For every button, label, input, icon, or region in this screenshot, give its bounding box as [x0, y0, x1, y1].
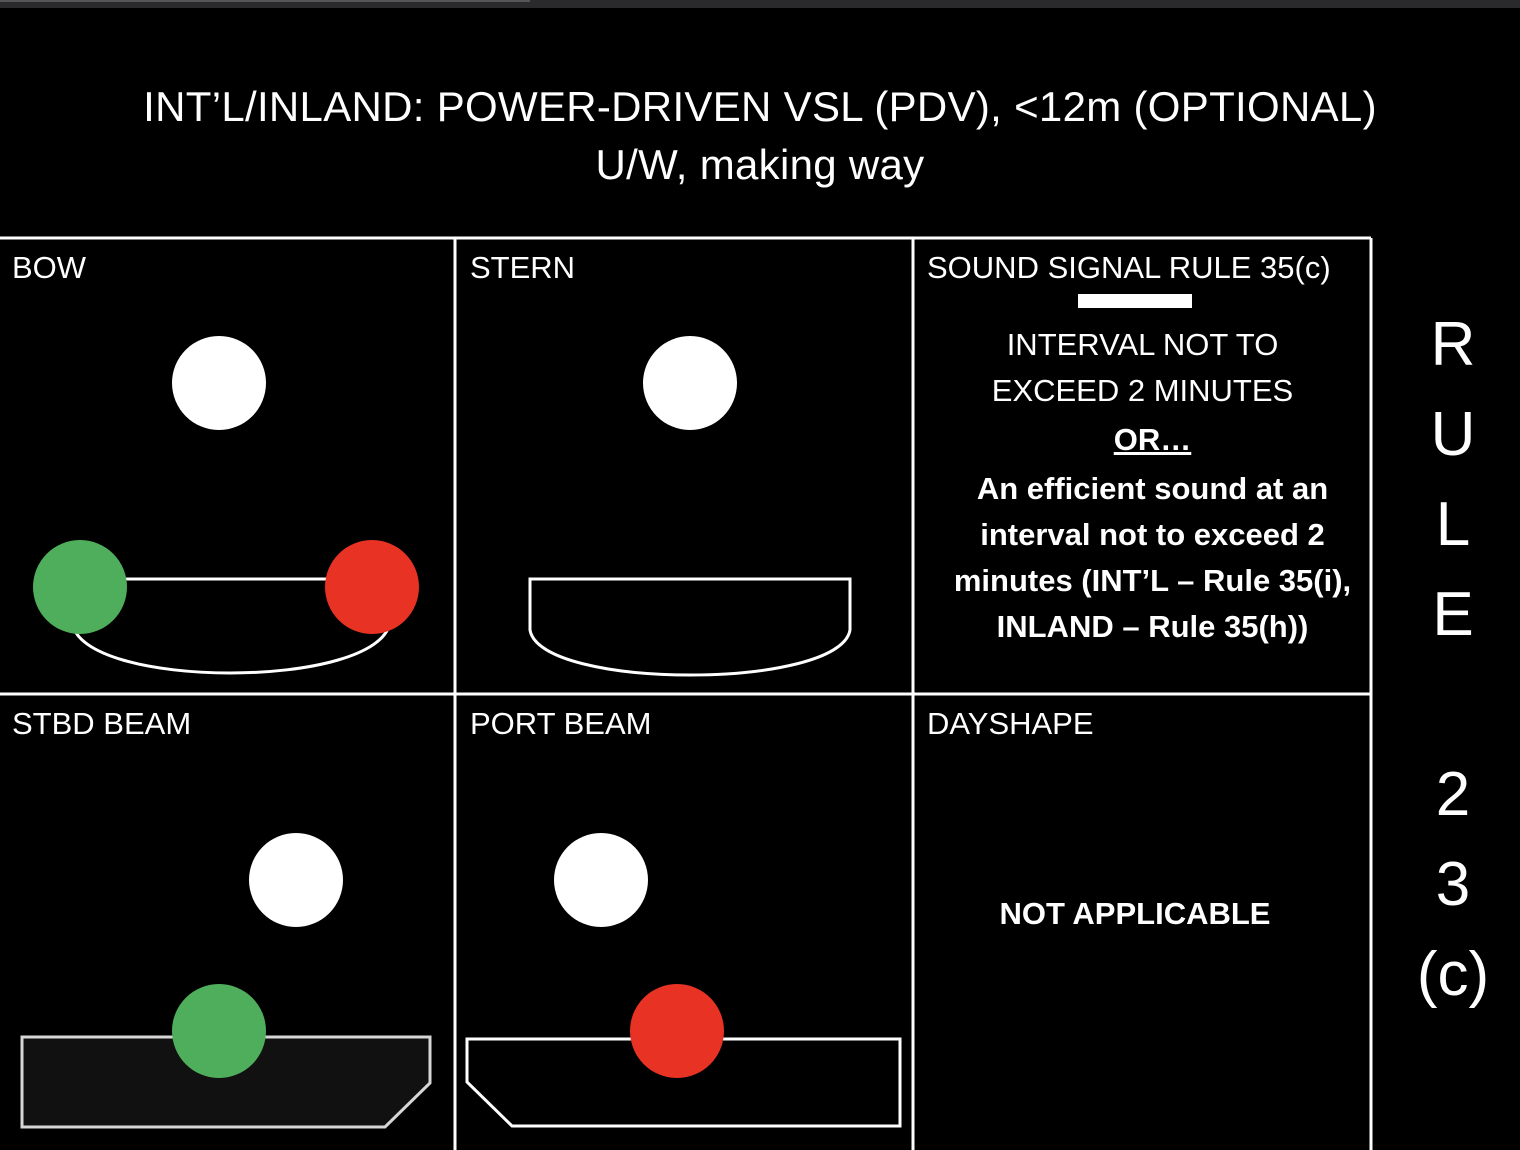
bow-starboard-sidelight — [33, 540, 127, 634]
panel-grid — [0, 236, 1373, 1150]
panel-label-bow: BOW — [12, 250, 87, 285]
panel-label-dayshape: DAYSHAPE — [927, 706, 1094, 741]
stbd-beam-masthead-light — [249, 833, 343, 927]
rule-char: E — [1432, 580, 1474, 649]
slide-title: INT’L/INLAND: POWER-DRIVEN VSL (PDV), <1… — [0, 78, 1520, 194]
rule-char: 2 — [1435, 760, 1471, 829]
window-tab-strip — [0, 0, 530, 2]
panel-label-stern: STERN — [470, 250, 576, 285]
dayshape-value: NOT APPLICABLE — [999, 896, 1271, 931]
stbd-beam-starboard-sidelight — [172, 984, 266, 1078]
port-beam-view — [465, 833, 902, 1128]
panel-label-stbd-beam: STBD BEAM — [12, 706, 192, 741]
sound-alternative-text: An efficient sound at an interval not to… — [953, 471, 1352, 644]
sound-or: OR… — [1113, 422, 1192, 457]
rule-char: R — [1430, 310, 1476, 379]
rule-char: U — [1430, 400, 1476, 469]
port-beam-hull — [465, 1037, 902, 1128]
panel-label-port-beam: PORT BEAM — [470, 706, 652, 741]
rule-char: L — [1435, 490, 1471, 559]
stern-hull — [528, 577, 852, 677]
bow-masthead-light — [172, 336, 266, 430]
bow-view — [33, 336, 419, 675]
prolonged-blast-dash — [1078, 294, 1192, 308]
title-line-1: INT’L/INLAND: POWER-DRIVEN VSL (PDV), <1… — [143, 83, 1377, 130]
rule-reference: R U L E 2 3 (c) — [1393, 300, 1513, 1020]
stbd-beam-view — [20, 833, 432, 1129]
rule-char: 3 — [1435, 850, 1471, 919]
sound-interval-line-1: INTERVAL NOT TO — [1006, 327, 1279, 362]
port-beam-masthead-light — [554, 833, 648, 927]
bow-port-sidelight — [325, 540, 419, 634]
stern-all-round-light — [643, 336, 737, 430]
window-top-bar — [0, 0, 1520, 8]
port-beam-port-sidelight — [630, 984, 724, 1078]
rule-char — [1393, 660, 1513, 750]
sound-interval-line-2: EXCEED 2 MINUTES — [991, 373, 1294, 408]
rule-char: (c) — [1416, 940, 1490, 1009]
stern-view — [528, 336, 852, 677]
bow-hull — [70, 621, 392, 675]
panel-label-sound-signal: SOUND SIGNAL RULE 35(c) — [927, 250, 1331, 285]
title-line-2: U/W, making way — [595, 141, 925, 188]
stbd-beam-hull — [20, 1035, 432, 1129]
sound-signal-text: INTERVAL NOT TO EXCEED 2 MINUTES OR… An … — [915, 322, 1370, 650]
